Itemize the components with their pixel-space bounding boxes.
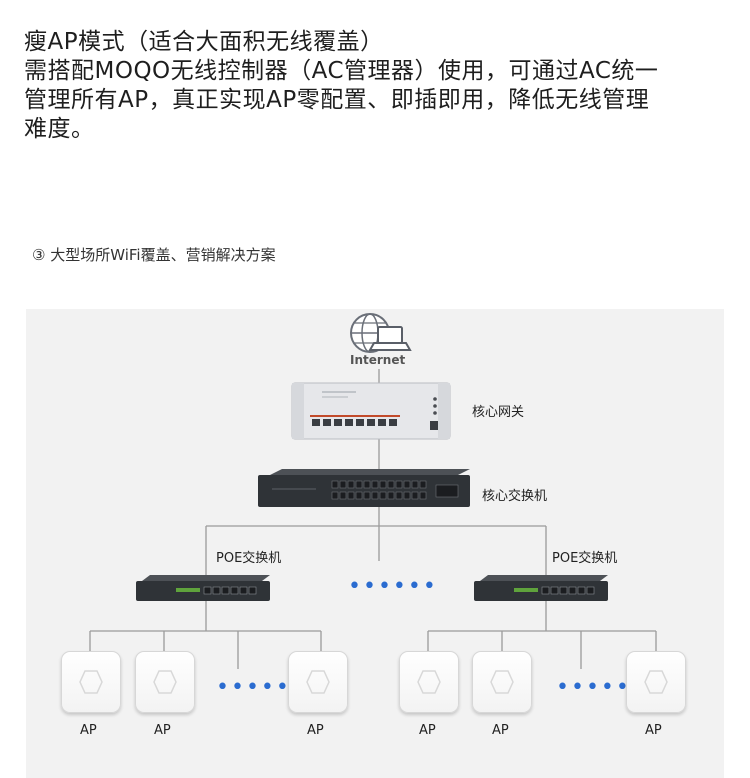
- hexagon-icon: [417, 670, 441, 694]
- ap-label-5: AP: [492, 723, 509, 738]
- intro-line-4: 难度。: [24, 116, 95, 142]
- intro-line-1: 瘦AP模式（适合大面积无线覆盖）: [24, 29, 384, 55]
- hexagon-icon: [306, 670, 330, 694]
- section-title: ③ 大型场所WiFi覆盖、营销解决方案: [32, 246, 276, 264]
- internet-label: Internet: [350, 353, 406, 367]
- intro-line-3: 管理所有AP，真正实现AP零配置、即插即用，降低无线管理: [24, 87, 650, 113]
- access-point-4: [399, 651, 459, 713]
- gateway-label: 核心网关: [472, 405, 525, 420]
- access-point-3: [288, 651, 348, 713]
- poe-switch-left-label: POE交换机: [216, 551, 282, 566]
- ap-label-3: AP: [307, 723, 324, 738]
- hexagon-icon: [644, 670, 668, 694]
- core-switch-device: [258, 469, 470, 507]
- access-point-1: [61, 651, 121, 713]
- ap-label-6: AP: [645, 723, 662, 738]
- internet-globe-icon: [350, 313, 412, 353]
- more-switches-ellipsis: ••••••: [348, 574, 438, 599]
- hexagon-icon: [79, 670, 103, 694]
- diagram-graphics: [89, 313, 657, 669]
- core-gateway-device: [291, 382, 451, 440]
- intro-text: 瘦AP模式（适合大面积无线覆盖） 需搭配MOQO无线控制器（AC管理器）使用，可…: [24, 28, 736, 144]
- access-point-2: [135, 651, 195, 713]
- ap-label-1: AP: [80, 723, 97, 738]
- more-aps-left-ellipsis: •••••: [216, 675, 291, 700]
- access-point-5: [472, 651, 532, 713]
- core-switch-ports: [331, 480, 427, 500]
- connection-lines: [89, 369, 657, 669]
- network-diagram: Internet 核心网关 核心交换机 POE交换机 POE交换机 ••••••…: [26, 309, 724, 778]
- poe-switch-left-device: [136, 575, 270, 601]
- ap-label-2: AP: [154, 723, 171, 738]
- access-point-6: [626, 651, 686, 713]
- more-aps-right-ellipsis: •••••: [556, 675, 631, 700]
- gateway-ports: [312, 419, 397, 426]
- hexagon-icon: [490, 670, 514, 694]
- poe-switch-right-label: POE交换机: [552, 551, 618, 566]
- hexagon-icon: [153, 670, 177, 694]
- poe-switch-right-device: [474, 575, 608, 601]
- core-switch-label: 核心交换机: [482, 489, 548, 504]
- ap-label-4: AP: [419, 723, 436, 738]
- intro-line-2: 需搭配MOQO无线控制器（AC管理器）使用，可通过AC统一: [24, 58, 659, 84]
